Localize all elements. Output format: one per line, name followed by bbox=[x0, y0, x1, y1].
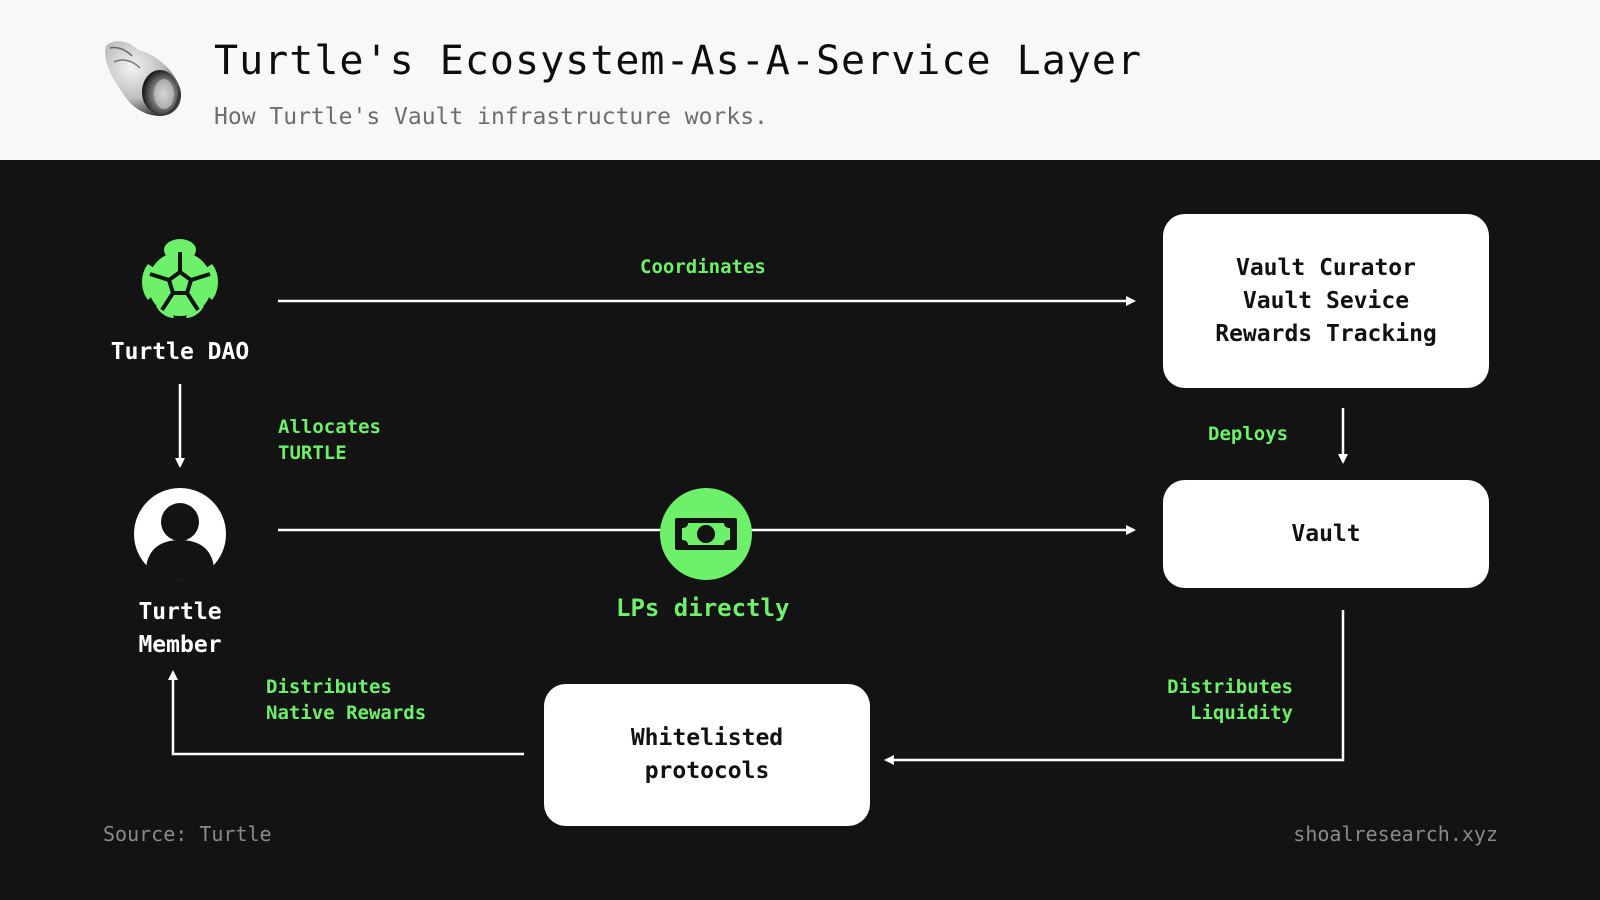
user-avatar-icon bbox=[134, 488, 226, 580]
seashell-icon bbox=[105, 41, 182, 116]
whitelisted-line1: Whitelisted bbox=[630, 725, 784, 751]
distributes-liquidity-label: Distributes Liquidity bbox=[1160, 674, 1293, 726]
page-subtitle: How Turtle's Vault infrastructure works. bbox=[214, 104, 768, 130]
vault-curator-box: Vault Curator Vault Sevice Rewards Track… bbox=[1163, 214, 1489, 388]
allocates-label-line1: Allocates bbox=[278, 416, 381, 438]
turtle-member-line2: Member bbox=[138, 632, 222, 658]
turtle-dao-label: Turtle DAO bbox=[110, 339, 250, 365]
site-credit: shoalresearch.xyz bbox=[1293, 822, 1498, 846]
header: Turtle's Ecosystem-As-A-Service Layer Ho… bbox=[0, 0, 1600, 160]
vault-label: Vault bbox=[1291, 520, 1361, 547]
distributes-rewards-line2: Native Rewards bbox=[266, 702, 427, 724]
allocates-label-line2: TURTLE bbox=[278, 442, 347, 464]
turtle-shell-icon bbox=[142, 239, 218, 318]
curator-line-2: Vault Sevice bbox=[1242, 287, 1410, 314]
arrow-distributes-liquidity bbox=[884, 610, 1345, 765]
distributes-rewards-label: Distributes Native Rewards bbox=[266, 674, 426, 726]
allocates-label: Allocates TURTLE bbox=[278, 414, 381, 466]
page-title: Turtle's Ecosystem-As-A-Service Layer bbox=[214, 38, 1143, 84]
whitelisted-line2: protocols bbox=[644, 758, 770, 784]
curator-line-1: Vault Curator bbox=[1235, 254, 1416, 281]
banknote-icon bbox=[660, 488, 752, 580]
source-note: Source: Turtle bbox=[103, 822, 272, 846]
vault-box: Vault bbox=[1163, 480, 1489, 588]
curator-line-3: Rewards Tracking bbox=[1215, 320, 1437, 347]
coordinates-label: Coordinates bbox=[640, 256, 766, 278]
distributes-rewards-line1: Distributes bbox=[266, 676, 392, 698]
distributes-liquidity-line1: Distributes bbox=[1167, 676, 1293, 698]
distributes-liquidity-line2: Liquidity bbox=[1190, 702, 1293, 724]
arrow-distributes-rewards bbox=[168, 670, 524, 756]
lps-directly-label: LPs directly bbox=[616, 594, 790, 622]
whitelisted-protocols-box: Whitelisted protocols bbox=[544, 684, 870, 826]
deploys-label: Deploys bbox=[1208, 423, 1289, 445]
turtle-member-line1: Turtle bbox=[138, 599, 222, 625]
turtle-member-label: Turtle Member bbox=[110, 596, 250, 662]
